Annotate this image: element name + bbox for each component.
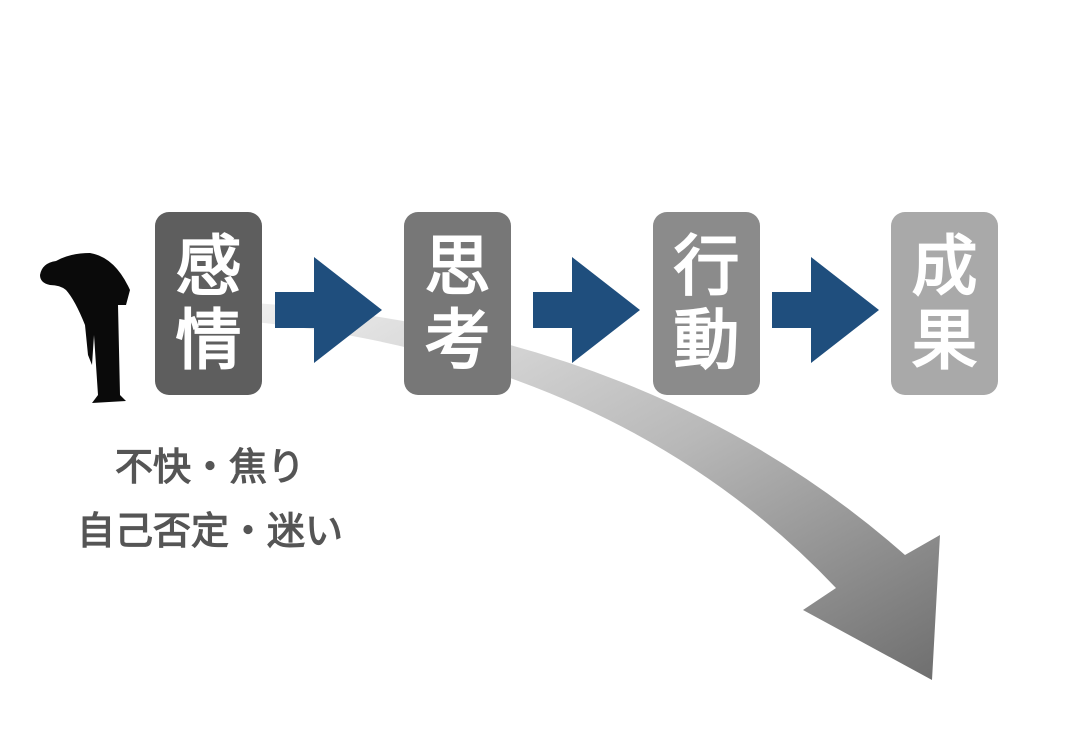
- step-thought: 思 考: [404, 212, 511, 395]
- step-label: 情: [175, 301, 242, 379]
- step-emotion: 感 情: [155, 212, 262, 395]
- right-arrow-icon: [275, 257, 382, 363]
- step-label: 果: [911, 301, 978, 379]
- caption-line-1: 不快・焦り: [114, 445, 305, 489]
- step-action: 行 動: [653, 212, 760, 395]
- step-label: 感: [175, 227, 242, 305]
- step-label: 成: [911, 227, 978, 305]
- step-result: 成 果: [891, 212, 998, 395]
- step-label: 考: [424, 301, 491, 379]
- step-label: 行: [673, 227, 740, 305]
- right-arrow-icon: [772, 257, 879, 363]
- caption-line-2: 自己否定・迷い: [76, 509, 343, 553]
- bowing-person-icon: [40, 253, 130, 403]
- step-label: 思: [424, 227, 491, 305]
- step-label: 動: [673, 301, 740, 379]
- right-arrow-icon: [533, 257, 640, 363]
